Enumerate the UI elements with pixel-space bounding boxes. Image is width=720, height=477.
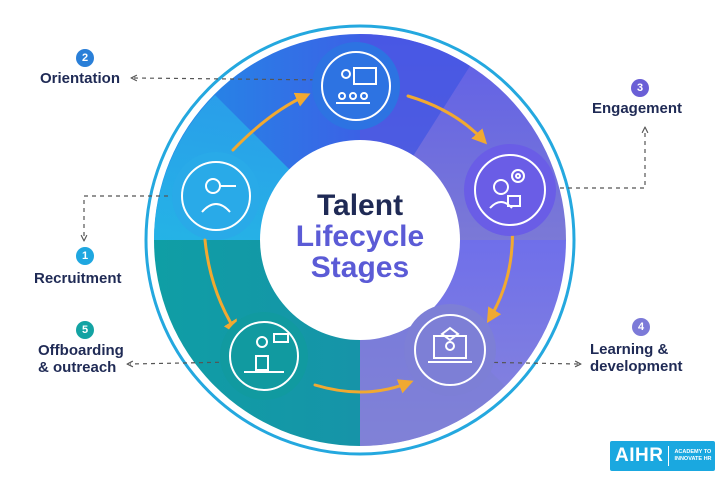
diagram-title: Talent Lifecycle Stages [270,190,450,283]
label-orientation: Orientation [40,70,121,87]
title-line-1: Talent [316,189,404,222]
label-recruitment: Recruitment [34,270,122,287]
center-disc [260,140,460,340]
label-offboarding: Offboarding & outreach [38,342,124,376]
node-offboarding [220,312,308,400]
title-line-2: Lifecycle [295,220,425,253]
label-offboarding-line-2: & outreach [38,359,117,376]
logo-divider [668,446,670,466]
logo-subtext-line-1: ACADEMY TO [674,449,712,455]
badge-recruitment: 1 [76,247,94,265]
badge-orientation: 2 [76,49,94,67]
logo-text: AIHR [615,445,664,466]
badge-offboarding: 5 [76,321,94,339]
label-learning-line-1: Learning & [590,341,669,358]
node-orientation [312,42,400,130]
badge-learning: 4 [632,318,650,336]
person-target-icon [489,169,525,209]
handover-person-icon [244,333,289,373]
presentation-audience-icon [336,67,377,104]
title-line-3: Stages [310,251,410,284]
aihr-logo: AIHR ACADEMY TO INNOVATE HR [610,441,715,471]
label-engagement: Engagement [592,100,683,117]
label-learning-line-2: development [590,358,683,375]
logo-subtext-line-2: INNOVATE HR [674,456,712,462]
logo-subtext: ACADEMY TO INNOVATE HR [674,449,714,463]
label-learning: Learning & development [590,341,683,375]
laptop-graduate-icon [428,326,472,363]
node-learning [404,304,496,396]
badge-engagement: 3 [631,79,649,97]
magnifier-person-icon [201,178,236,213]
stage-nodes [172,42,556,400]
node-engagement [464,144,556,236]
node-recruitment [172,152,260,240]
label-offboarding-line-1: Offboarding [38,342,124,359]
